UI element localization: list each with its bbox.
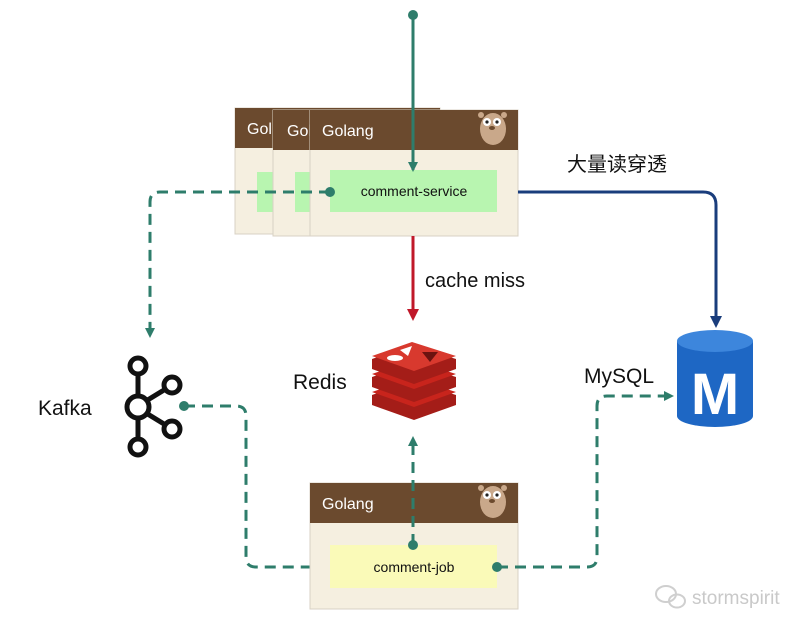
mysql-icon: M — [677, 330, 753, 427]
golang-card-job-title: Golang — [322, 496, 374, 513]
watermark-text: stormspirit — [692, 588, 780, 609]
cache-miss-label: cache miss — [425, 270, 525, 292]
redis-label: Redis — [293, 371, 347, 394]
comment-service-box — [330, 170, 497, 212]
gopher-icon — [478, 485, 507, 518]
watermark: stormspirit — [655, 585, 780, 609]
wechat-icon — [655, 585, 686, 609]
golang-card-front-title: Golang — [322, 123, 374, 140]
mysql-edge-label: 大量读穿透 — [567, 153, 667, 176]
kafka-icon — [124, 355, 183, 458]
entry-arrow — [408, 10, 418, 172]
comment-service-label: comment-service — [361, 183, 468, 199]
golang-card-back-2-title: Gol — [247, 121, 272, 138]
kafka-to-job-arrow — [179, 401, 332, 572]
gopher-icon — [478, 112, 507, 145]
service-to-kafka-arrow — [145, 187, 335, 338]
job-to-mysql-arrow — [492, 391, 674, 572]
mysql-logo-letter: M — [691, 362, 739, 427]
comment-job-box — [330, 545, 497, 588]
golang-card-back-1-title: Gol — [287, 123, 312, 140]
service-to-mysql-arrow — [518, 190, 722, 328]
job-to-redis-arrow — [408, 436, 418, 550]
comment-job-label: comment-job — [374, 559, 455, 575]
mysql-label: MySQL — [584, 365, 654, 388]
redis-icon — [372, 342, 456, 420]
kafka-label: Kafka — [38, 397, 92, 420]
